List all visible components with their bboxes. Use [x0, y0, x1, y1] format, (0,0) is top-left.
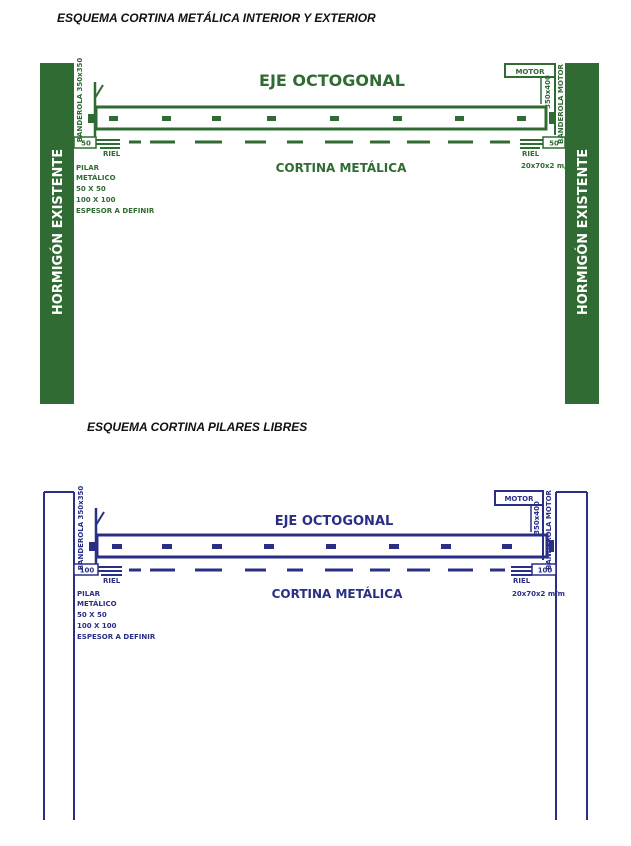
motor-dim-label: 350x400	[544, 75, 552, 109]
pilar-spec: PILAR METÁLICO 50 X 50 100 X 100 ESPESOR…	[77, 590, 156, 641]
curtain-label: CORTINA METÁLICA	[276, 160, 407, 175]
dim-right-label: 100	[538, 567, 553, 575]
dim-right-label: 50	[549, 140, 559, 148]
riel-left-label: RIEL	[103, 150, 121, 158]
axis-markers	[109, 116, 526, 121]
axis-label: EJE OCTOGONAL	[275, 514, 394, 529]
axis-markers	[112, 544, 512, 549]
riel-right-label: RIEL	[513, 577, 531, 585]
banderola-left-label: BANDEROLA 350x350	[76, 58, 84, 143]
dim-left-label: 50	[81, 140, 91, 148]
svg-text:METÁLICO: METÁLICO	[77, 599, 117, 608]
banderola-left-label: BANDEROLA 350x350	[77, 486, 85, 571]
riel-right-label: RIEL	[522, 150, 540, 158]
riel-spec-label: 20x70x2 m/m	[512, 590, 565, 598]
dim-left-label: 100	[80, 567, 95, 575]
banderola-right-label: BANDEROLA MOTOR	[545, 489, 553, 570]
riel-left-label: RIEL	[103, 577, 121, 585]
motor-label: MOTOR	[504, 495, 534, 503]
svg-text:ESPESOR A DEFINIR: ESPESOR A DEFINIR	[76, 207, 155, 215]
svg-text:50 X 50: 50 X 50	[77, 611, 107, 619]
banderola-right-label: BANDEROLA MOTOR	[557, 63, 565, 144]
svg-text:50 X 50: 50 X 50	[76, 185, 106, 193]
diagram-top-title: ESQUEMA CORTINA METÁLICA INTERIOR Y EXTE…	[57, 11, 376, 25]
diagram-bottom-title: ESQUEMA CORTINA PILARES LIBRES	[87, 420, 308, 434]
wall-right-label: HORMIGÓN EXISTENTE	[575, 149, 591, 315]
riel-spec-label: 20x70x2 m/m	[521, 162, 574, 170]
motor-label: MOTOR	[515, 68, 545, 76]
svg-text:100 X 100: 100 X 100	[76, 196, 116, 204]
wall-right	[565, 63, 599, 404]
svg-text:PILAR: PILAR	[76, 164, 100, 172]
wall-left	[40, 63, 74, 404]
wall-left-label: HORMIGÓN EXISTENTE	[50, 149, 66, 315]
svg-text:ESPESOR A DEFINIR: ESPESOR A DEFINIR	[77, 633, 156, 641]
curtain-label: CORTINA METÁLICA	[272, 586, 403, 601]
pilar-spec: PILAR METÁLICO 50 X 50 100 X 100 ESPESOR…	[76, 164, 155, 215]
motor-dim-label: 350x400	[533, 501, 541, 535]
svg-text:100 X 100: 100 X 100	[77, 622, 117, 630]
svg-text:PILAR: PILAR	[77, 590, 101, 598]
svg-text:METÁLICO: METÁLICO	[76, 173, 116, 182]
pillar-left	[43, 491, 75, 820]
pillar-right	[555, 491, 588, 820]
axis-label: EJE OCTOGONAL	[259, 71, 405, 90]
